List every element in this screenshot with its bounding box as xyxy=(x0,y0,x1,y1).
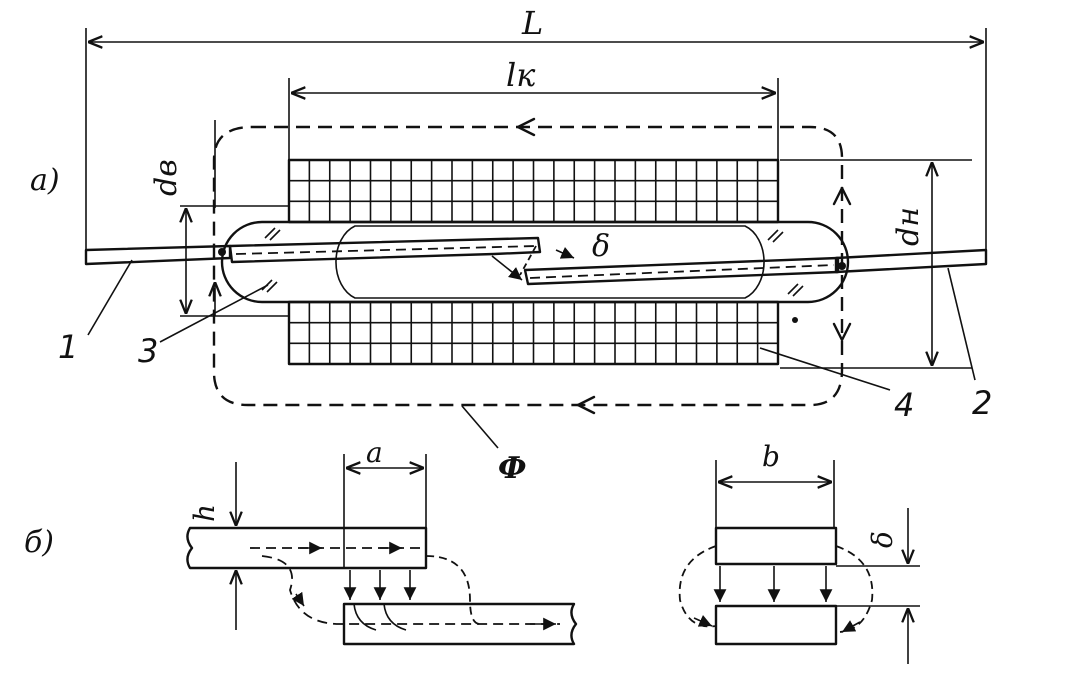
label-part-1: 1 xyxy=(58,328,78,366)
label-a: a xyxy=(366,436,383,469)
flux-loop-outer xyxy=(212,117,852,415)
leader-1 xyxy=(87,259,133,336)
label-delta: δ xyxy=(592,229,610,264)
label-delta-gap: δ xyxy=(866,531,899,548)
label-part-2: 2 xyxy=(972,384,992,422)
dimension-lk xyxy=(288,78,779,160)
label-L: L xyxy=(521,4,543,42)
coil-upper xyxy=(287,158,780,224)
label-part-3: 3 xyxy=(138,332,158,370)
leader-4 xyxy=(759,347,891,391)
coil-lower xyxy=(287,300,780,366)
reed-contact-right xyxy=(523,256,840,286)
label-lk: lк xyxy=(506,56,536,94)
label-part-b: б) xyxy=(24,525,54,560)
dimension-dn xyxy=(780,159,972,369)
reed-overlap-side-view: a h xyxy=(186,436,578,646)
reed-lead-left xyxy=(84,244,232,266)
leader-3 xyxy=(159,284,269,343)
label-b: b xyxy=(762,440,780,473)
label-part-a: а) xyxy=(30,163,60,198)
reed-contact-left xyxy=(228,236,542,264)
dimension-dv xyxy=(180,120,290,317)
dimension-L xyxy=(85,28,987,265)
inner-flux-path xyxy=(235,245,835,281)
label-dv: dв xyxy=(149,159,184,196)
label-flux: Ф xyxy=(498,451,526,486)
glass-capsule xyxy=(220,220,850,304)
label-h: h xyxy=(188,504,221,522)
label-dn: dн xyxy=(891,207,926,246)
reed-gap-end-view: b δ xyxy=(678,440,920,664)
label-part-4: 4 xyxy=(894,386,914,424)
reed-lead-right xyxy=(834,248,988,274)
leader-flux xyxy=(461,405,499,449)
contact-point-left xyxy=(218,248,226,256)
dot-mark xyxy=(792,317,798,323)
leader-2 xyxy=(947,267,976,381)
